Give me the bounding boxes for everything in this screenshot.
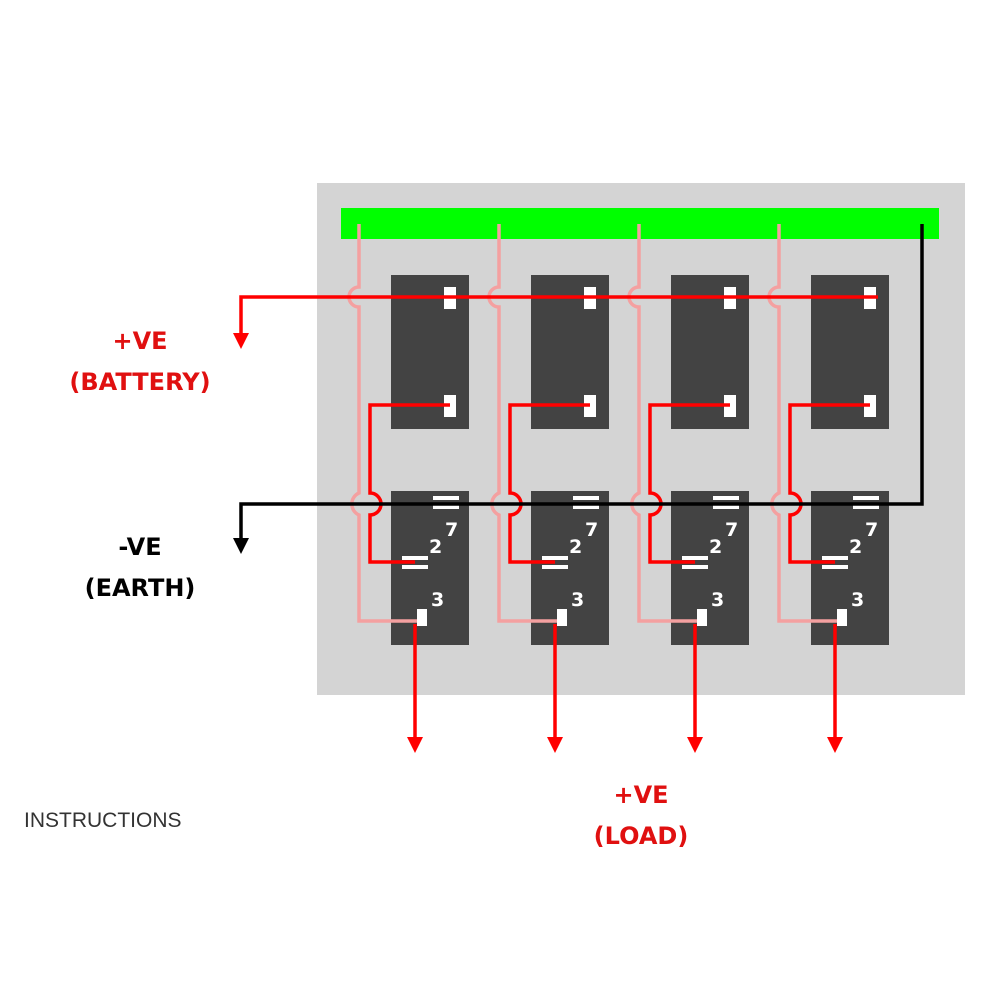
load-arrows xyxy=(407,737,843,753)
instructions-label: INSTRUCTIONS xyxy=(24,809,182,832)
terminal xyxy=(417,609,427,626)
terminal xyxy=(822,565,848,569)
pin-2-label: 2 xyxy=(569,536,582,558)
pin-3-label: 3 xyxy=(711,589,724,611)
terminal xyxy=(853,505,879,509)
battery-label-line2: (BATTERY) xyxy=(69,368,210,396)
pin-7-label: 7 xyxy=(585,519,598,541)
terminal xyxy=(682,565,708,569)
load-label-line1: +VE xyxy=(613,781,668,809)
load-arrow-1 xyxy=(407,737,423,753)
pin-7-label: 7 xyxy=(445,519,458,541)
pin-3-label: 3 xyxy=(851,589,864,611)
terminal xyxy=(853,496,879,500)
pin-3-label: 3 xyxy=(431,589,444,611)
load-arrow-3 xyxy=(687,737,703,753)
battery-arrow xyxy=(233,333,249,349)
terminal xyxy=(837,609,847,626)
terminal xyxy=(542,556,568,560)
terminal xyxy=(573,496,599,500)
illumination-wire-2 xyxy=(487,224,557,623)
battery-label-line1: +VE xyxy=(112,327,167,355)
terminal xyxy=(713,496,739,500)
terminal xyxy=(433,496,459,500)
terminal xyxy=(402,565,428,569)
load-label-line2: (LOAD) xyxy=(594,822,689,850)
pin-labels: 2 7 3 2 7 3 2 7 3 2 7 3 xyxy=(429,519,878,611)
terminal xyxy=(433,505,459,509)
terminal xyxy=(822,556,848,560)
terminal xyxy=(713,505,739,509)
illumination-wire-3 xyxy=(627,224,697,623)
terminal xyxy=(682,556,708,560)
earth-label-line2: (EARTH) xyxy=(85,574,196,602)
load-arrow-4 xyxy=(827,737,843,753)
earth-wire xyxy=(239,224,924,538)
terminal xyxy=(557,609,567,626)
pin-7-label: 7 xyxy=(865,519,878,541)
illumination-wire-1 xyxy=(347,224,417,623)
earth-arrow xyxy=(233,538,249,554)
terminal xyxy=(542,565,568,569)
pin-2-label: 2 xyxy=(709,536,722,558)
earth-label-line1: -VE xyxy=(118,533,161,561)
terminal xyxy=(573,505,599,509)
battery-feed-wire xyxy=(239,295,878,333)
illumination-wire-4 xyxy=(767,224,837,623)
terminal-labels: +VE (BATTERY) -VE (EARTH) +VE (LOAD) xyxy=(69,327,688,850)
load-arrow-2 xyxy=(547,737,563,753)
illumination-wires xyxy=(347,224,837,623)
terminal xyxy=(697,609,707,626)
pin-7-label: 7 xyxy=(725,519,738,541)
pin-3-label: 3 xyxy=(571,589,584,611)
pin-2-label: 2 xyxy=(429,536,442,558)
terminal xyxy=(402,556,428,560)
load-wires xyxy=(413,624,837,737)
pin-2-label: 2 xyxy=(849,536,862,558)
